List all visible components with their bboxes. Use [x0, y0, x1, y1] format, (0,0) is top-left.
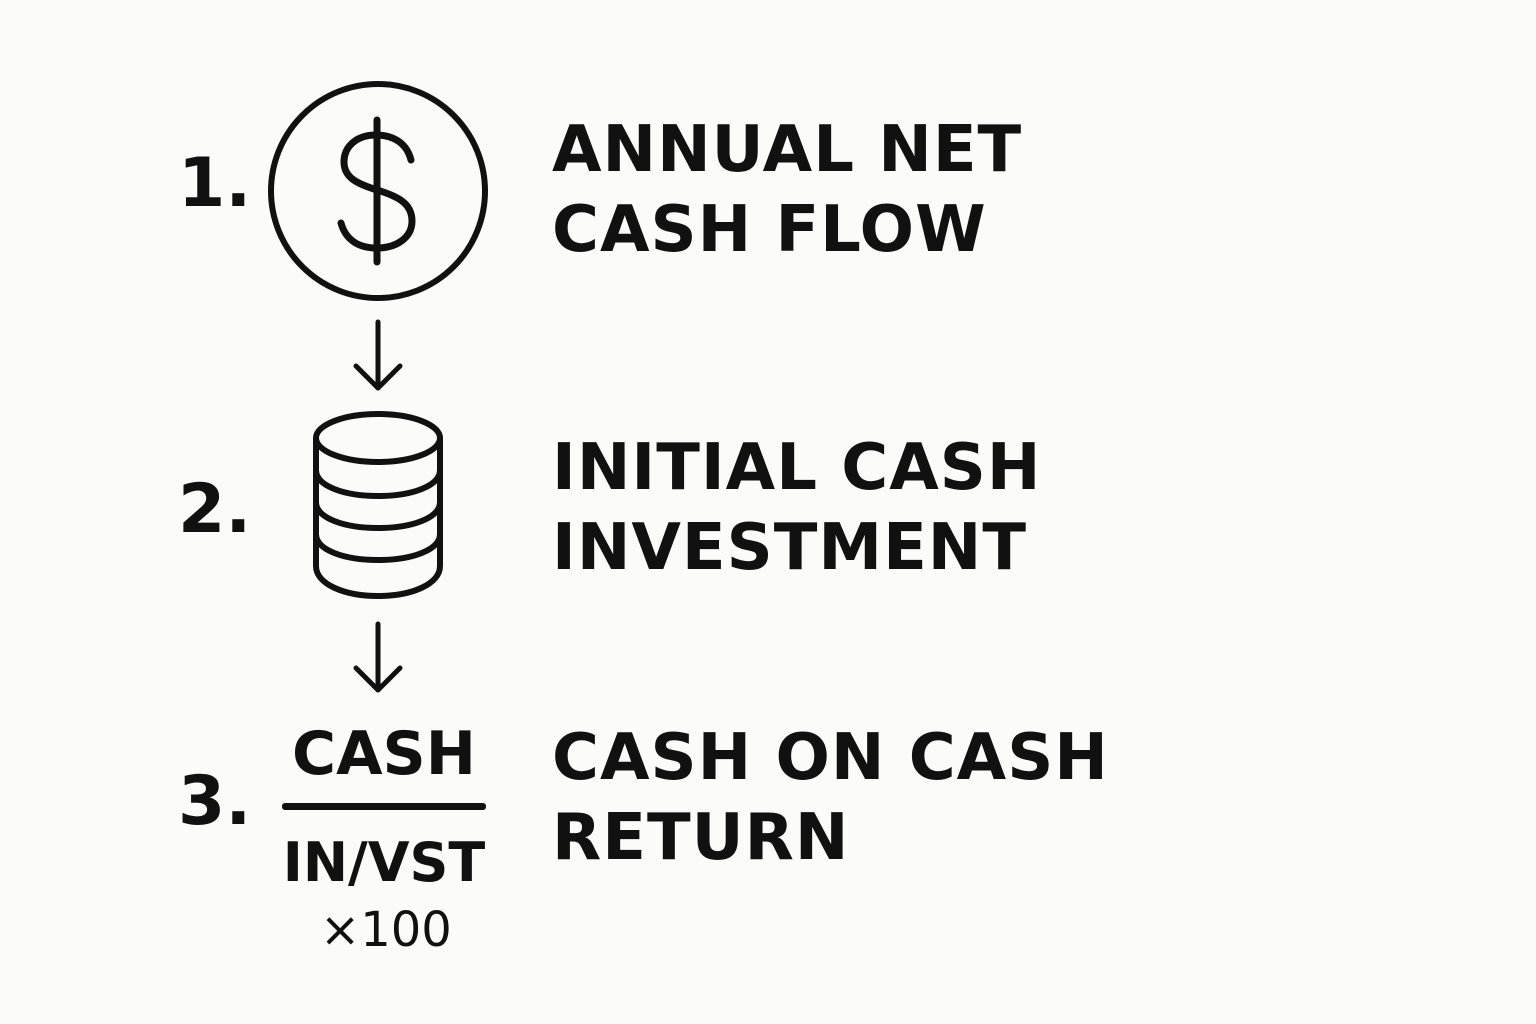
formula-numerator: CASH [292, 719, 476, 789]
step-2-label-line-2: INVESTMENT [552, 511, 1027, 585]
fraction-bar [282, 803, 486, 810]
step-2-label: INITIAL CASH INVESTMENT [552, 428, 1041, 588]
formula-multiplier: ×100 [320, 902, 452, 958]
step-3-label-line-2: RETURN [552, 801, 850, 875]
step-3-label-line-1: CASH ON CASH [552, 721, 1109, 795]
step-3-label: CASH ON CASH RETURN [552, 718, 1109, 878]
formula-denominator: IN/VST [282, 831, 486, 894]
step-3-number: 3. [178, 762, 252, 841]
down-arrow-icon [353, 319, 403, 391]
dollar-coin-icon [268, 81, 488, 301]
step-2-label-line-1: INITIAL CASH [552, 431, 1042, 505]
coin-stack-icon [313, 411, 443, 599]
step-1-label: ANNUAL NET CASH FLOW [552, 110, 1022, 270]
down-arrow-icon [353, 621, 403, 693]
step-1-label-line-2: CASH FLOW [552, 193, 987, 267]
step-2-number: 2. [178, 470, 252, 549]
step-1-label-line-1: ANNUAL NET [552, 113, 1023, 187]
step-1-number: 1. [178, 144, 252, 223]
